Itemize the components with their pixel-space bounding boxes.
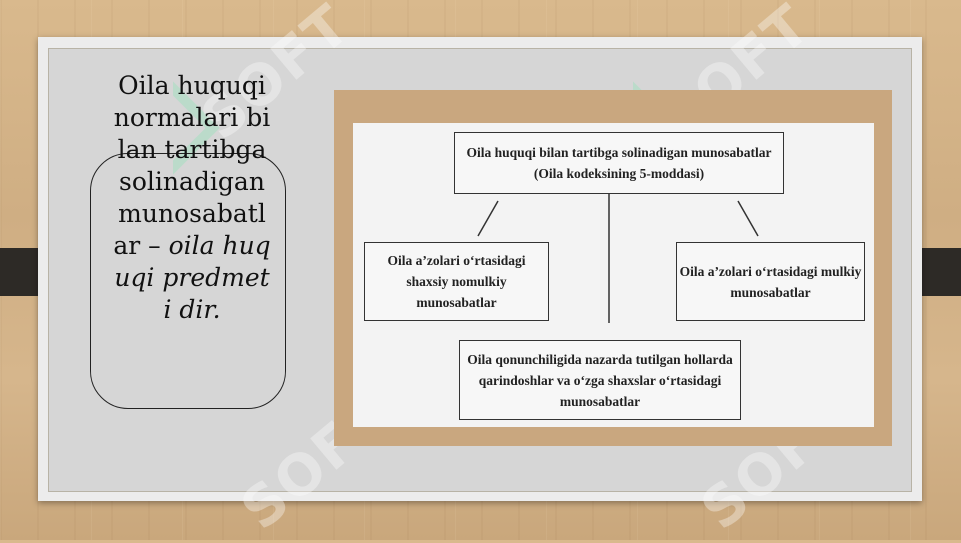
slide-main-text: Oila huquqi normalari bilan tartibga sol…: [112, 70, 272, 326]
connector-right: [737, 200, 759, 237]
main-text-plain: Oila huquqi normalari bilan tartibga sol…: [113, 71, 271, 260]
diagram-box-bottom: Oila qonunchiligida nazarda tutilgan hol…: [459, 340, 741, 420]
diagram-box-left: Oila a’zolari o‘rtasidagi shaxsiy nomulk…: [364, 242, 549, 321]
diagram-box-right: Oila a’zolari o‘rtasidagi mulkiy munosab…: [676, 242, 865, 321]
diagram-box-top: Oila huquqi bilan tartibga solinadigan m…: [454, 132, 784, 194]
main-text-italic: oila huquqi predmeti dir.: [114, 231, 271, 324]
connector-left: [477, 200, 499, 237]
rounded-text-frame: [90, 153, 286, 409]
